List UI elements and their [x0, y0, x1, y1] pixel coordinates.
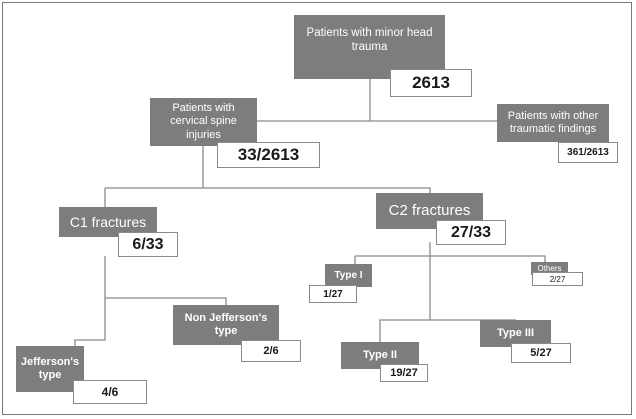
connector-c2-type1 — [355, 255, 546, 262]
diagram-frame — [2, 2, 632, 415]
node-minor-head-trauma: Patients with minor head trauma — [294, 15, 445, 79]
node-jefferson-type: Jefferson's type — [16, 346, 84, 392]
count-c1-fractures: 6/33 — [118, 232, 178, 257]
connector-c1-jefferson — [74, 256, 106, 346]
connector-c1-c2 — [105, 187, 431, 193]
count-jefferson-type: 4/6 — [73, 380, 147, 404]
count-minor-head-trauma: 2613 — [390, 69, 472, 97]
node-type-iii: Type III — [480, 320, 551, 347]
count-c2-fractures: 27/33 — [436, 220, 506, 245]
node-others: Others — [531, 262, 568, 275]
node-type-i: Type I — [325, 264, 372, 287]
count-type-i: 1/27 — [309, 285, 357, 303]
node-non-jefferson-type: Non Jefferson's type — [173, 305, 279, 345]
connector-c1-nonjefferson — [105, 297, 227, 305]
node-cervical-spine: Patients with cervical spine injuries — [150, 98, 257, 146]
count-cervical-spine: 33/2613 — [217, 142, 320, 168]
count-other-findings: 361/2613 — [558, 142, 618, 163]
count-type-iii: 5/27 — [511, 343, 571, 363]
node-other-findings: Patients with other traumatic findings — [497, 104, 609, 142]
connector-c2-type2 — [379, 319, 430, 342]
count-others: 2/27 — [532, 272, 583, 286]
count-type-ii: 19/27 — [380, 364, 428, 382]
node-c1-fractures: C1 fractures — [59, 207, 157, 237]
count-non-jefferson-type: 2/6 — [241, 340, 301, 362]
